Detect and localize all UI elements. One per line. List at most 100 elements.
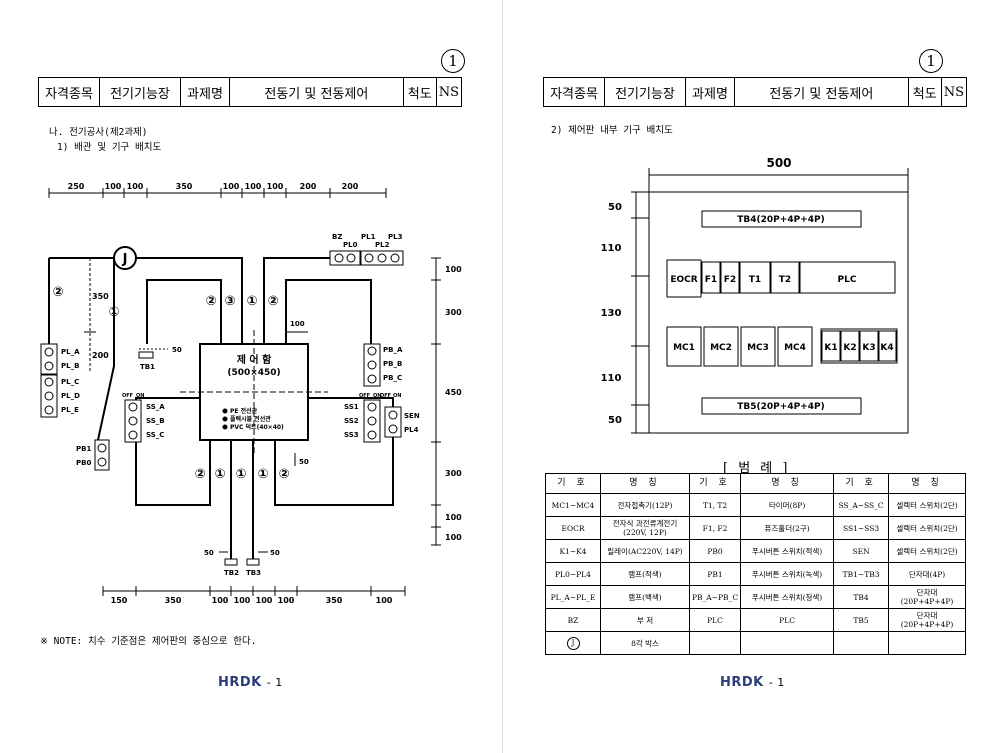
legend-cell: TB1~TB3: [833, 562, 890, 586]
legend-cell: [888, 631, 966, 655]
header-cell-task: 전동기 및 전동제어: [734, 77, 909, 107]
k2-box: [840, 330, 860, 362]
eocr-box: [666, 259, 702, 298]
pb0-label: PB0: [76, 459, 91, 467]
title-block-table: 자격종목 전기기능장 과제명 전동기 및 전동제어 척도 NS: [543, 77, 968, 107]
header-cell-qualification-label: 자격종목: [543, 77, 605, 107]
legend-cell: TB5: [833, 608, 890, 632]
dim-label: 100: [376, 596, 393, 605]
t2-box: [770, 261, 800, 294]
f1-label: F1: [705, 275, 717, 285]
tb1-label: TB1: [140, 363, 155, 371]
legend-cell: 타이머(8P): [740, 493, 835, 517]
ssb-label: SS_B: [146, 417, 165, 425]
legend-row: PL0~PL4 램프(적색) PB1 푸시버튼 스위치(녹색) TB1~TB3 …: [545, 562, 966, 586]
legend-header-cell: 기 호: [833, 473, 890, 494]
layout-drawing: J ② ① ② ③ ① ② ② ① ① ① ② 250 100 100 350 …: [40, 182, 462, 605]
ssa-label: SS_A: [146, 403, 165, 411]
dim-100-label: 100: [290, 320, 305, 328]
mc1-box: [666, 326, 702, 367]
section-title: 2) 제어판 내부 기구 배치도: [551, 125, 673, 136]
legend-cell: T1, T2: [688, 493, 742, 517]
dim-label: 100: [127, 182, 144, 191]
dim-label: 350: [92, 292, 109, 301]
legend-cell: 퓨즈홀더(2구): [740, 516, 835, 540]
junction-box-icon: J: [113, 246, 137, 270]
legend-cell: 릴레이(AC220V, 14P): [600, 539, 690, 563]
off-label: OFF: [359, 393, 370, 399]
top-dimension-ticks: [48, 188, 387, 198]
legend-pvc: PVC 덕트(40×40): [230, 423, 284, 431]
dim-label: 200: [92, 351, 109, 360]
conduit-top-center: [136, 257, 243, 344]
pb1-label: PB1: [76, 445, 91, 453]
bottom-dimension-ticks: [102, 586, 406, 596]
panel-layout-drawing: 500 50 110 130 110 50 TB4(20P+4P+4P) TB5…: [601, 156, 909, 434]
junction-box-icon: J: [566, 636, 580, 650]
selector-stack-left: OFF ON SS_A SS_B SS_C: [122, 393, 165, 443]
on-label: ON: [373, 393, 381, 399]
legend-cell: 전자식 과전류계전기 (220V, 12P): [600, 516, 690, 540]
conduit-marker: ③: [224, 294, 235, 309]
t2-label: T2: [779, 275, 791, 285]
legend-cell: 부 저: [600, 608, 690, 632]
right-page: 1 자격종목 전기기능장 과제명 전동기 및 전동제어 척도 NS 2) 제어판…: [503, 0, 1005, 753]
lamp-stack-left: PL_A PL_B PL_C PL_D PL_E: [40, 343, 80, 418]
selector-stack-right: OFF ON SS1 SS2 SS3 OFF ON SEN PL4: [344, 393, 420, 443]
hrdk-logo-text: HRDK: [720, 675, 764, 690]
legend-cell: PLC: [740, 608, 835, 632]
legend-cell: PL_A~PL_E: [545, 585, 601, 609]
header-cell-task-label: 과제명: [180, 77, 230, 107]
legend-header-cell: 명 칭: [740, 473, 835, 494]
legend-cell: 셀렉터 스위치(2단): [888, 539, 966, 563]
panel-outline: [648, 191, 909, 434]
mc4-box: [777, 326, 813, 367]
legend-cell: 단자대(20P+4P+4P): [888, 608, 966, 632]
ple-label: PL_E: [61, 406, 79, 414]
plb-label: PL_B: [61, 362, 79, 370]
height-dim-label: 130: [601, 308, 622, 319]
control-box-size: (500×450): [227, 368, 280, 378]
legend-header-cell: 기 호: [688, 473, 742, 494]
legend-cell: PL0~PL4: [545, 562, 601, 586]
legend-row: BZ 부 저 PLC PLC TB5 단자대(20P+4P+4P): [545, 608, 966, 632]
dim-label: 150: [111, 596, 128, 605]
dim-label: 200: [342, 182, 359, 191]
dim-label: 300: [445, 469, 462, 478]
pl3-label: PL3: [388, 233, 403, 241]
legend-cell: MC1~MC4: [545, 493, 601, 517]
on-label: ON: [393, 393, 401, 399]
legend-cell: 전자접촉기(12P): [600, 493, 690, 517]
pl0-label: PL0: [343, 241, 358, 249]
conduit-marker: ②: [278, 467, 289, 482]
hrdk-logo: HRDK - 1: [218, 675, 283, 690]
conduit-ss-left: [135, 397, 211, 506]
mc3-label: MC3: [747, 343, 769, 353]
legend-cell: EOCR: [545, 516, 601, 540]
legend-cell: 8각 박스: [600, 631, 690, 655]
k2-label: K2: [843, 343, 856, 353]
sen-label: SEN: [404, 412, 420, 420]
dimension-note: ※ NOTE: 치수 기준점은 제어판의 중심으로 한다.: [40, 636, 257, 647]
conduit-markers: ② ① ② ③ ① ② ② ① ① ① ②: [52, 285, 289, 482]
tb4-terminal: [701, 210, 862, 228]
conduit-marker: ②: [267, 294, 278, 309]
conduit-marker: ①: [257, 467, 268, 482]
right-dimension-labels: 100 300 450 300 100 100: [445, 265, 462, 542]
pushbutton-stack-right: PB_A PB_B PB_C: [363, 343, 403, 387]
legend-cell: K1~K4: [545, 539, 601, 563]
mc4-label: MC4: [784, 343, 806, 353]
legend-row: MC1~MC4 전자접촉기(12P) T1, T2 타이머(8P) SS_A~S…: [545, 493, 966, 517]
dim-label: 100: [256, 596, 273, 605]
dim-label: 350: [165, 596, 182, 605]
mc2-box: [703, 326, 739, 367]
left-dimension-labels: 350 200: [92, 292, 109, 360]
width-dim-label: 500: [766, 156, 791, 170]
legend-cell: 푸시버튼 스위치(녹색): [740, 562, 835, 586]
dim-label: 250: [68, 182, 85, 191]
plc-label: PL_C: [61, 378, 79, 386]
tb5-label: TB5(20P+4P+4P): [737, 402, 824, 412]
dim-label: 200: [300, 182, 317, 191]
legend-cell: PB0: [688, 539, 742, 563]
bottom-dimension-labels: 150 350 100 100 100 100 350 100: [111, 596, 393, 605]
